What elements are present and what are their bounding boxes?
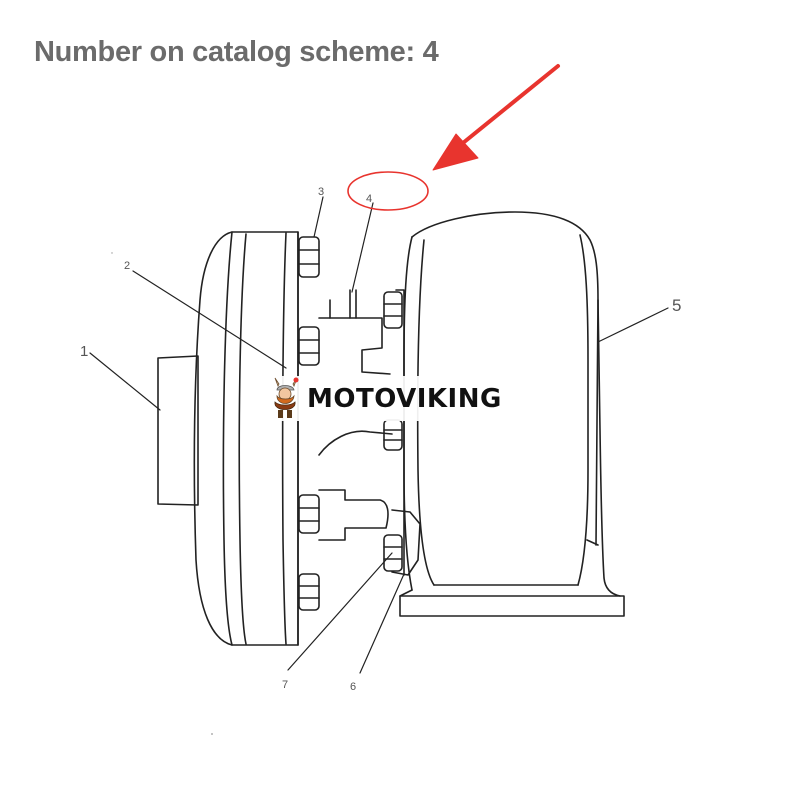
part-4-pipe bbox=[349, 289, 357, 319]
viking-mascot-icon bbox=[274, 377, 299, 418]
highlight-ellipse bbox=[347, 171, 429, 211]
callout-1: 1 bbox=[80, 343, 88, 360]
leader-3 bbox=[313, 196, 324, 238]
highlight-arrow-shaft bbox=[456, 64, 560, 149]
compressor-housing bbox=[193, 231, 299, 646]
scan-speck bbox=[111, 252, 113, 254]
scan-speck bbox=[211, 733, 213, 735]
leader-2 bbox=[132, 270, 287, 369]
watermark-banner: MOTOVIKING bbox=[263, 376, 535, 421]
callout-5: 5 bbox=[672, 296, 681, 315]
highlight-marker bbox=[347, 64, 560, 211]
highlight-arrow-head bbox=[432, 133, 479, 171]
turbine-clamp-bolts bbox=[383, 289, 421, 576]
leader-1 bbox=[89, 352, 161, 411]
center-housing bbox=[318, 299, 393, 541]
callout-4: 4 bbox=[366, 193, 372, 205]
leader-5 bbox=[597, 307, 669, 343]
part-number-labels: 1 2 3 4 5 6 7 bbox=[80, 186, 681, 693]
leader-4 bbox=[351, 202, 374, 293]
callout-7: 7 bbox=[282, 679, 288, 691]
leader-7 bbox=[287, 552, 393, 671]
part-1-flange bbox=[157, 355, 199, 506]
page-heading: Number on catalog scheme: 4 bbox=[34, 36, 439, 68]
compressor-clamp-bolts bbox=[298, 236, 320, 611]
leader-6 bbox=[359, 573, 405, 674]
callout-6: 6 bbox=[350, 681, 356, 693]
callout-2: 2 bbox=[124, 260, 130, 272]
part-5-turbine-housing bbox=[399, 211, 625, 617]
watermark-brand-text: MOTOVIKING bbox=[307, 383, 502, 414]
callout-leaders bbox=[89, 196, 669, 674]
callout-3: 3 bbox=[318, 186, 324, 198]
